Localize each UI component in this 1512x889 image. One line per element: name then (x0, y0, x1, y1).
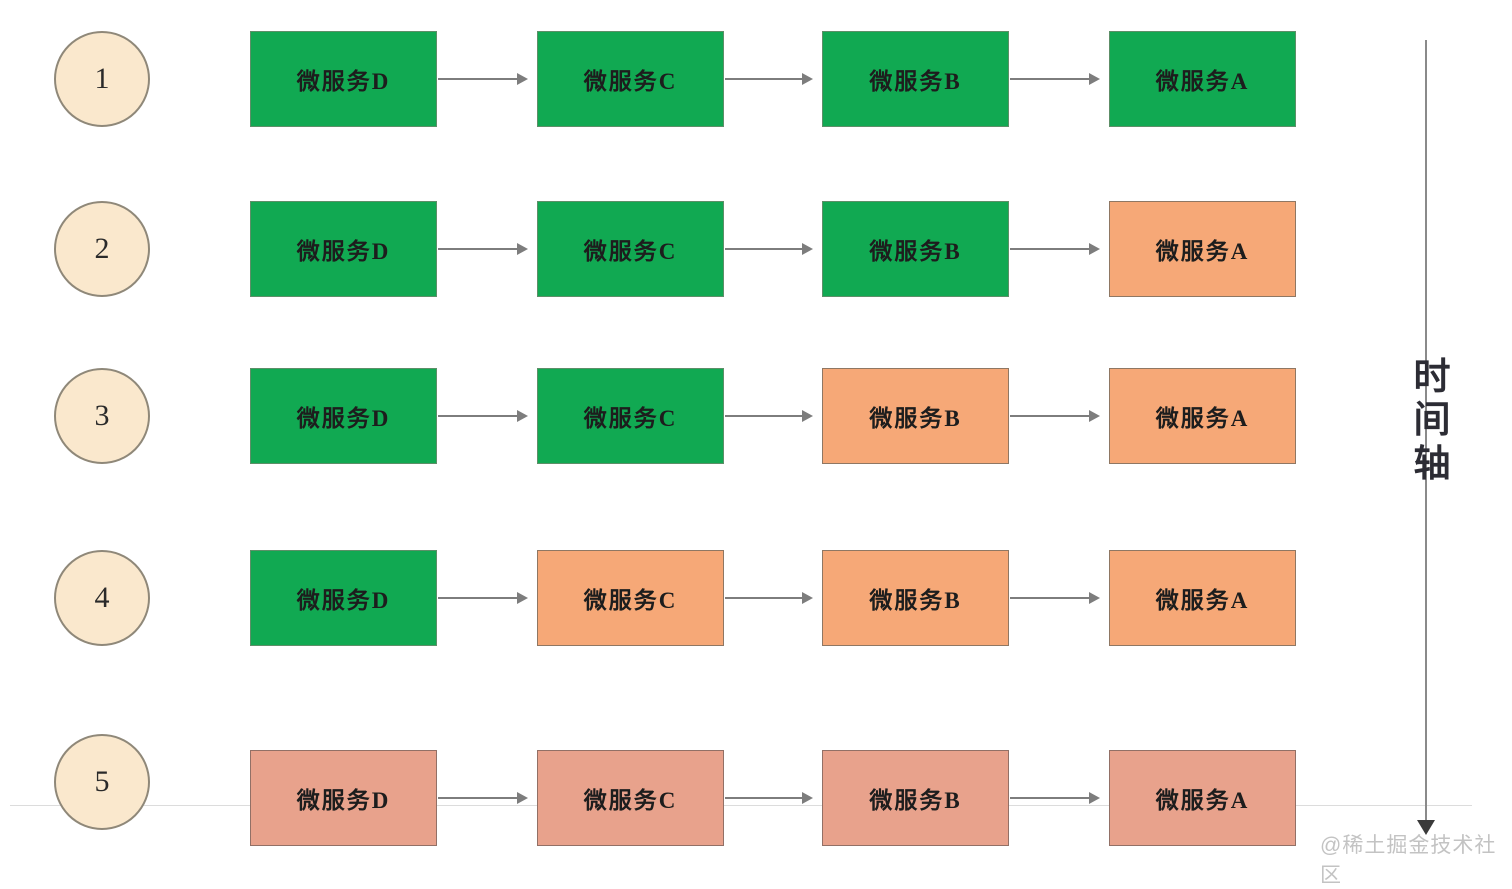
flow-row-5: 5 微服务D 微服务C 微服务B 微服务A (0, 734, 1512, 846)
service-box: 微服务A (1109, 31, 1296, 127)
step-number: 4 (94, 581, 110, 614)
service-box: 微服务D (250, 31, 437, 127)
service-box: 微服务C (537, 368, 724, 464)
flow-row-4: 4 微服务D 微服务C 微服务B 微服务A (0, 550, 1512, 646)
step-circle: 2 (54, 201, 150, 297)
arrow-right-icon (725, 592, 813, 604)
arrow-right-icon (438, 243, 528, 255)
arrow-right-icon (1010, 73, 1100, 85)
service-box: 微服务C (537, 201, 724, 297)
step-circle: 1 (54, 31, 150, 127)
service-box: 微服务A (1109, 550, 1296, 646)
service-box: 微服务C (537, 31, 724, 127)
step-circle: 4 (54, 550, 150, 646)
service-box: 微服务A (1109, 750, 1296, 846)
service-box: 微服务D (250, 368, 437, 464)
flow-row-3: 3 微服务D 微服务C 微服务B 微服务A (0, 368, 1512, 464)
step-number: 1 (94, 62, 110, 95)
flow-row-2: 2 微服务D 微服务C 微服务B 微服务A (0, 201, 1512, 297)
service-box: 微服务C (537, 550, 724, 646)
step-number: 2 (94, 232, 110, 265)
service-box: 微服务B (822, 550, 1009, 646)
service-box: 微服务B (822, 750, 1009, 846)
arrow-right-icon (725, 243, 813, 255)
service-box: 微服务A (1109, 201, 1296, 297)
arrow-right-icon (438, 592, 528, 604)
arrow-right-icon (1010, 792, 1100, 804)
service-box: 微服务B (822, 31, 1009, 127)
flow-row-1: 1 微服务D 微服务C 微服务B 微服务A (0, 31, 1512, 127)
service-box: 微服务B (822, 201, 1009, 297)
step-number: 3 (94, 399, 110, 432)
arrow-right-icon (1010, 243, 1100, 255)
arrow-right-icon (438, 410, 528, 422)
watermark: @稀土掘金技术社区 (1320, 834, 1497, 887)
service-box: 微服务C (537, 750, 724, 846)
baseline-rule (10, 805, 1472, 806)
step-circle: 3 (54, 368, 150, 464)
service-box: 微服务D (250, 750, 437, 846)
service-box: 微服务D (250, 201, 437, 297)
arrow-right-icon (1010, 410, 1100, 422)
step-number: 5 (94, 765, 110, 798)
arrow-right-icon (725, 410, 813, 422)
service-box: 微服务A (1109, 368, 1296, 464)
service-box: 微服务D (250, 550, 437, 646)
arrow-right-icon (438, 73, 528, 85)
arrow-right-icon (725, 792, 813, 804)
step-circle: 5 (54, 734, 150, 830)
arrow-right-icon (725, 73, 813, 85)
service-box: 微服务B (822, 368, 1009, 464)
arrow-right-icon (438, 792, 528, 804)
arrow-right-icon (1010, 592, 1100, 604)
